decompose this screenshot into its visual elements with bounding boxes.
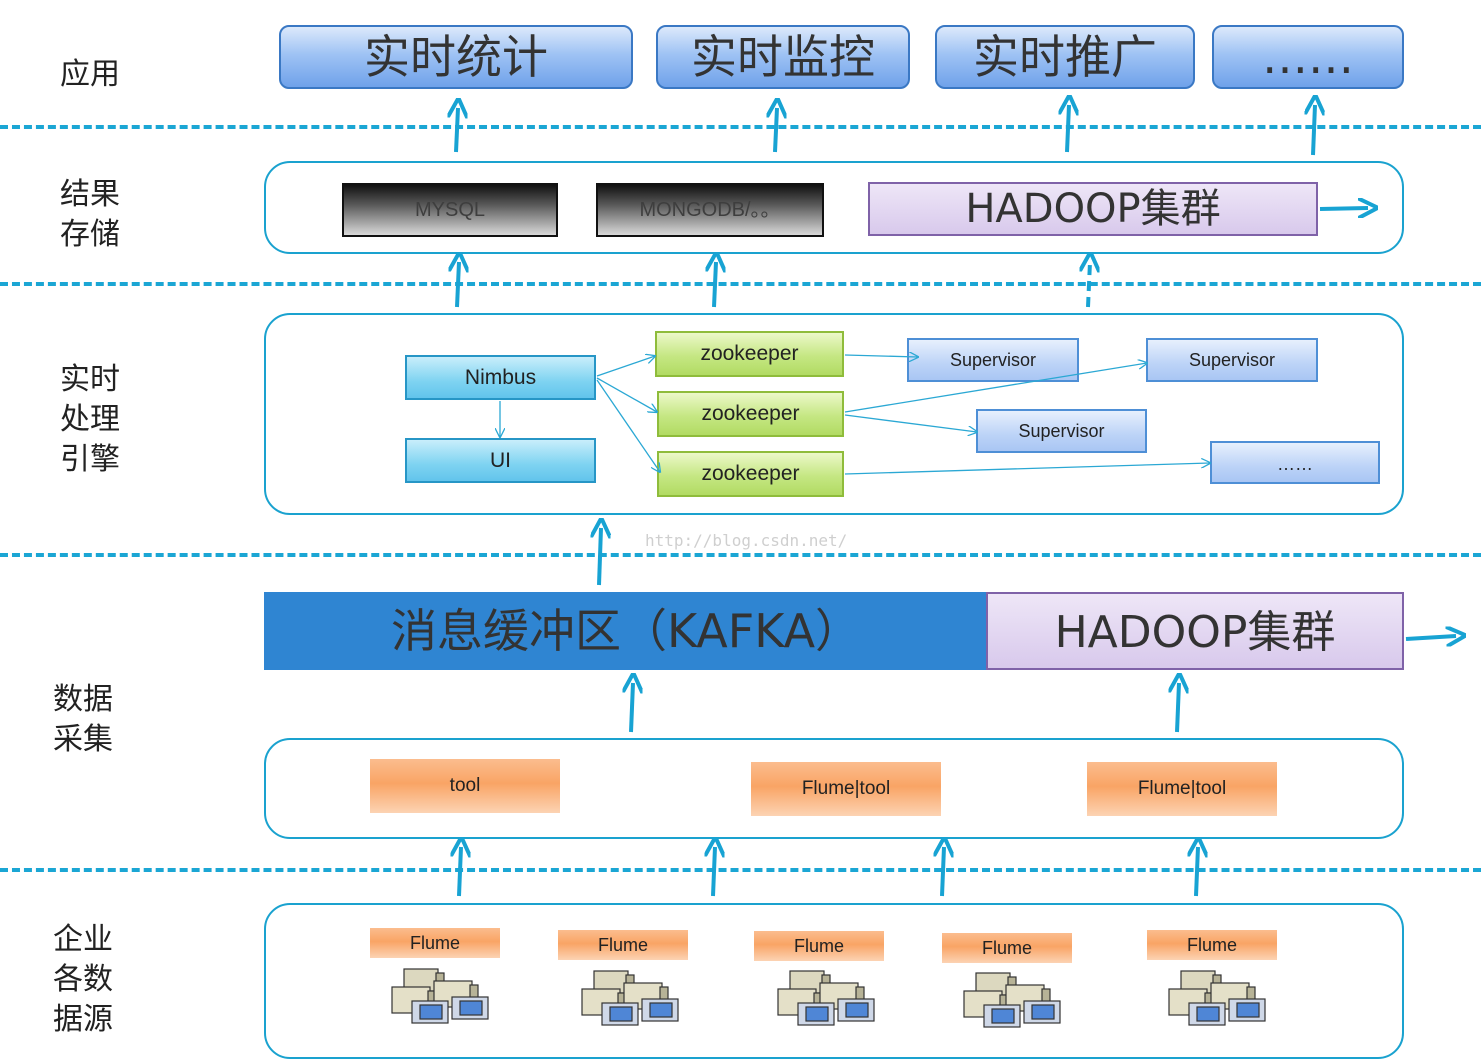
zookeeper-node: zookeeper — [655, 331, 844, 377]
layer-label-engine-1: 实时 — [60, 362, 120, 397]
collector-flume-tool: Flume|tool — [751, 762, 941, 816]
server-cluster-icon — [391, 968, 489, 1024]
source-flume-label: Flume — [1147, 930, 1277, 960]
collector-tool: tool — [370, 759, 560, 813]
storage-hadoop-cluster: HADOOP集群 — [868, 182, 1318, 236]
layer-label-engine-3: 引擎 — [60, 442, 120, 477]
layer-label-collect-2: 采集 — [53, 722, 113, 757]
arrow-up — [631, 683, 633, 733]
supervisor-node: Supervisor — [907, 338, 1079, 382]
collector-flume-tool: Flume|tool — [1087, 762, 1277, 816]
layer-separator — [0, 282, 1481, 286]
supervisor-node: Supervisor — [1146, 338, 1318, 382]
layer-label-app: 应用 — [60, 57, 120, 92]
layer-label-collect-1: 数据 — [53, 682, 113, 717]
ui-node: UI — [405, 438, 596, 483]
source-flume-label: Flume — [942, 933, 1072, 963]
zookeeper-node: zookeeper — [657, 391, 844, 437]
layer-label-storage-1: 结果 — [60, 177, 120, 212]
layer-separator — [0, 868, 1481, 872]
kafka-buffer: 消息缓冲区（KAFKA） — [264, 592, 988, 670]
mysql-box: MYSQL — [342, 183, 558, 237]
layer-label-sources-1: 企业 — [53, 922, 113, 957]
layer-label-engine-2: 处理 — [60, 402, 120, 437]
mongodb-box: MONGODB/。。 — [596, 183, 824, 237]
arrow-right — [1405, 636, 1456, 639]
server-cluster-icon — [581, 970, 679, 1026]
watermark-text: http://blog.csdn.net/ — [645, 531, 848, 550]
arrow-up — [1177, 683, 1179, 733]
supervisor-more-node: …… — [1210, 441, 1380, 484]
layer-label-storage-2: 存储 — [60, 217, 120, 252]
server-cluster-icon — [963, 972, 1061, 1028]
arrow-up — [456, 108, 458, 153]
source-flume-label: Flume — [754, 931, 884, 961]
app-realtime-monitor: 实时监控 — [656, 25, 910, 89]
app-realtime-stats: 实时统计 — [279, 25, 633, 89]
app-realtime-promotion: 实时推广 — [935, 25, 1195, 89]
app-more: …… — [1212, 25, 1404, 89]
layer-separator — [0, 125, 1481, 129]
server-cluster-icon — [777, 970, 875, 1026]
arrow-up — [775, 108, 777, 153]
server-cluster-icon — [1168, 970, 1266, 1026]
source-flume-label: Flume — [558, 930, 688, 960]
arrow-up — [1313, 105, 1315, 156]
supervisor-node: Supervisor — [976, 409, 1147, 453]
zookeeper-node: zookeeper — [657, 451, 844, 497]
kafka-hadoop-cluster: HADOOP集群 — [986, 592, 1404, 670]
nimbus-node: Nimbus — [405, 355, 596, 400]
layer-label-sources-3: 据源 — [53, 1002, 113, 1037]
layer-label-sources-2: 各数 — [53, 962, 113, 997]
source-flume-label: Flume — [370, 928, 500, 958]
layer-separator — [0, 553, 1481, 557]
